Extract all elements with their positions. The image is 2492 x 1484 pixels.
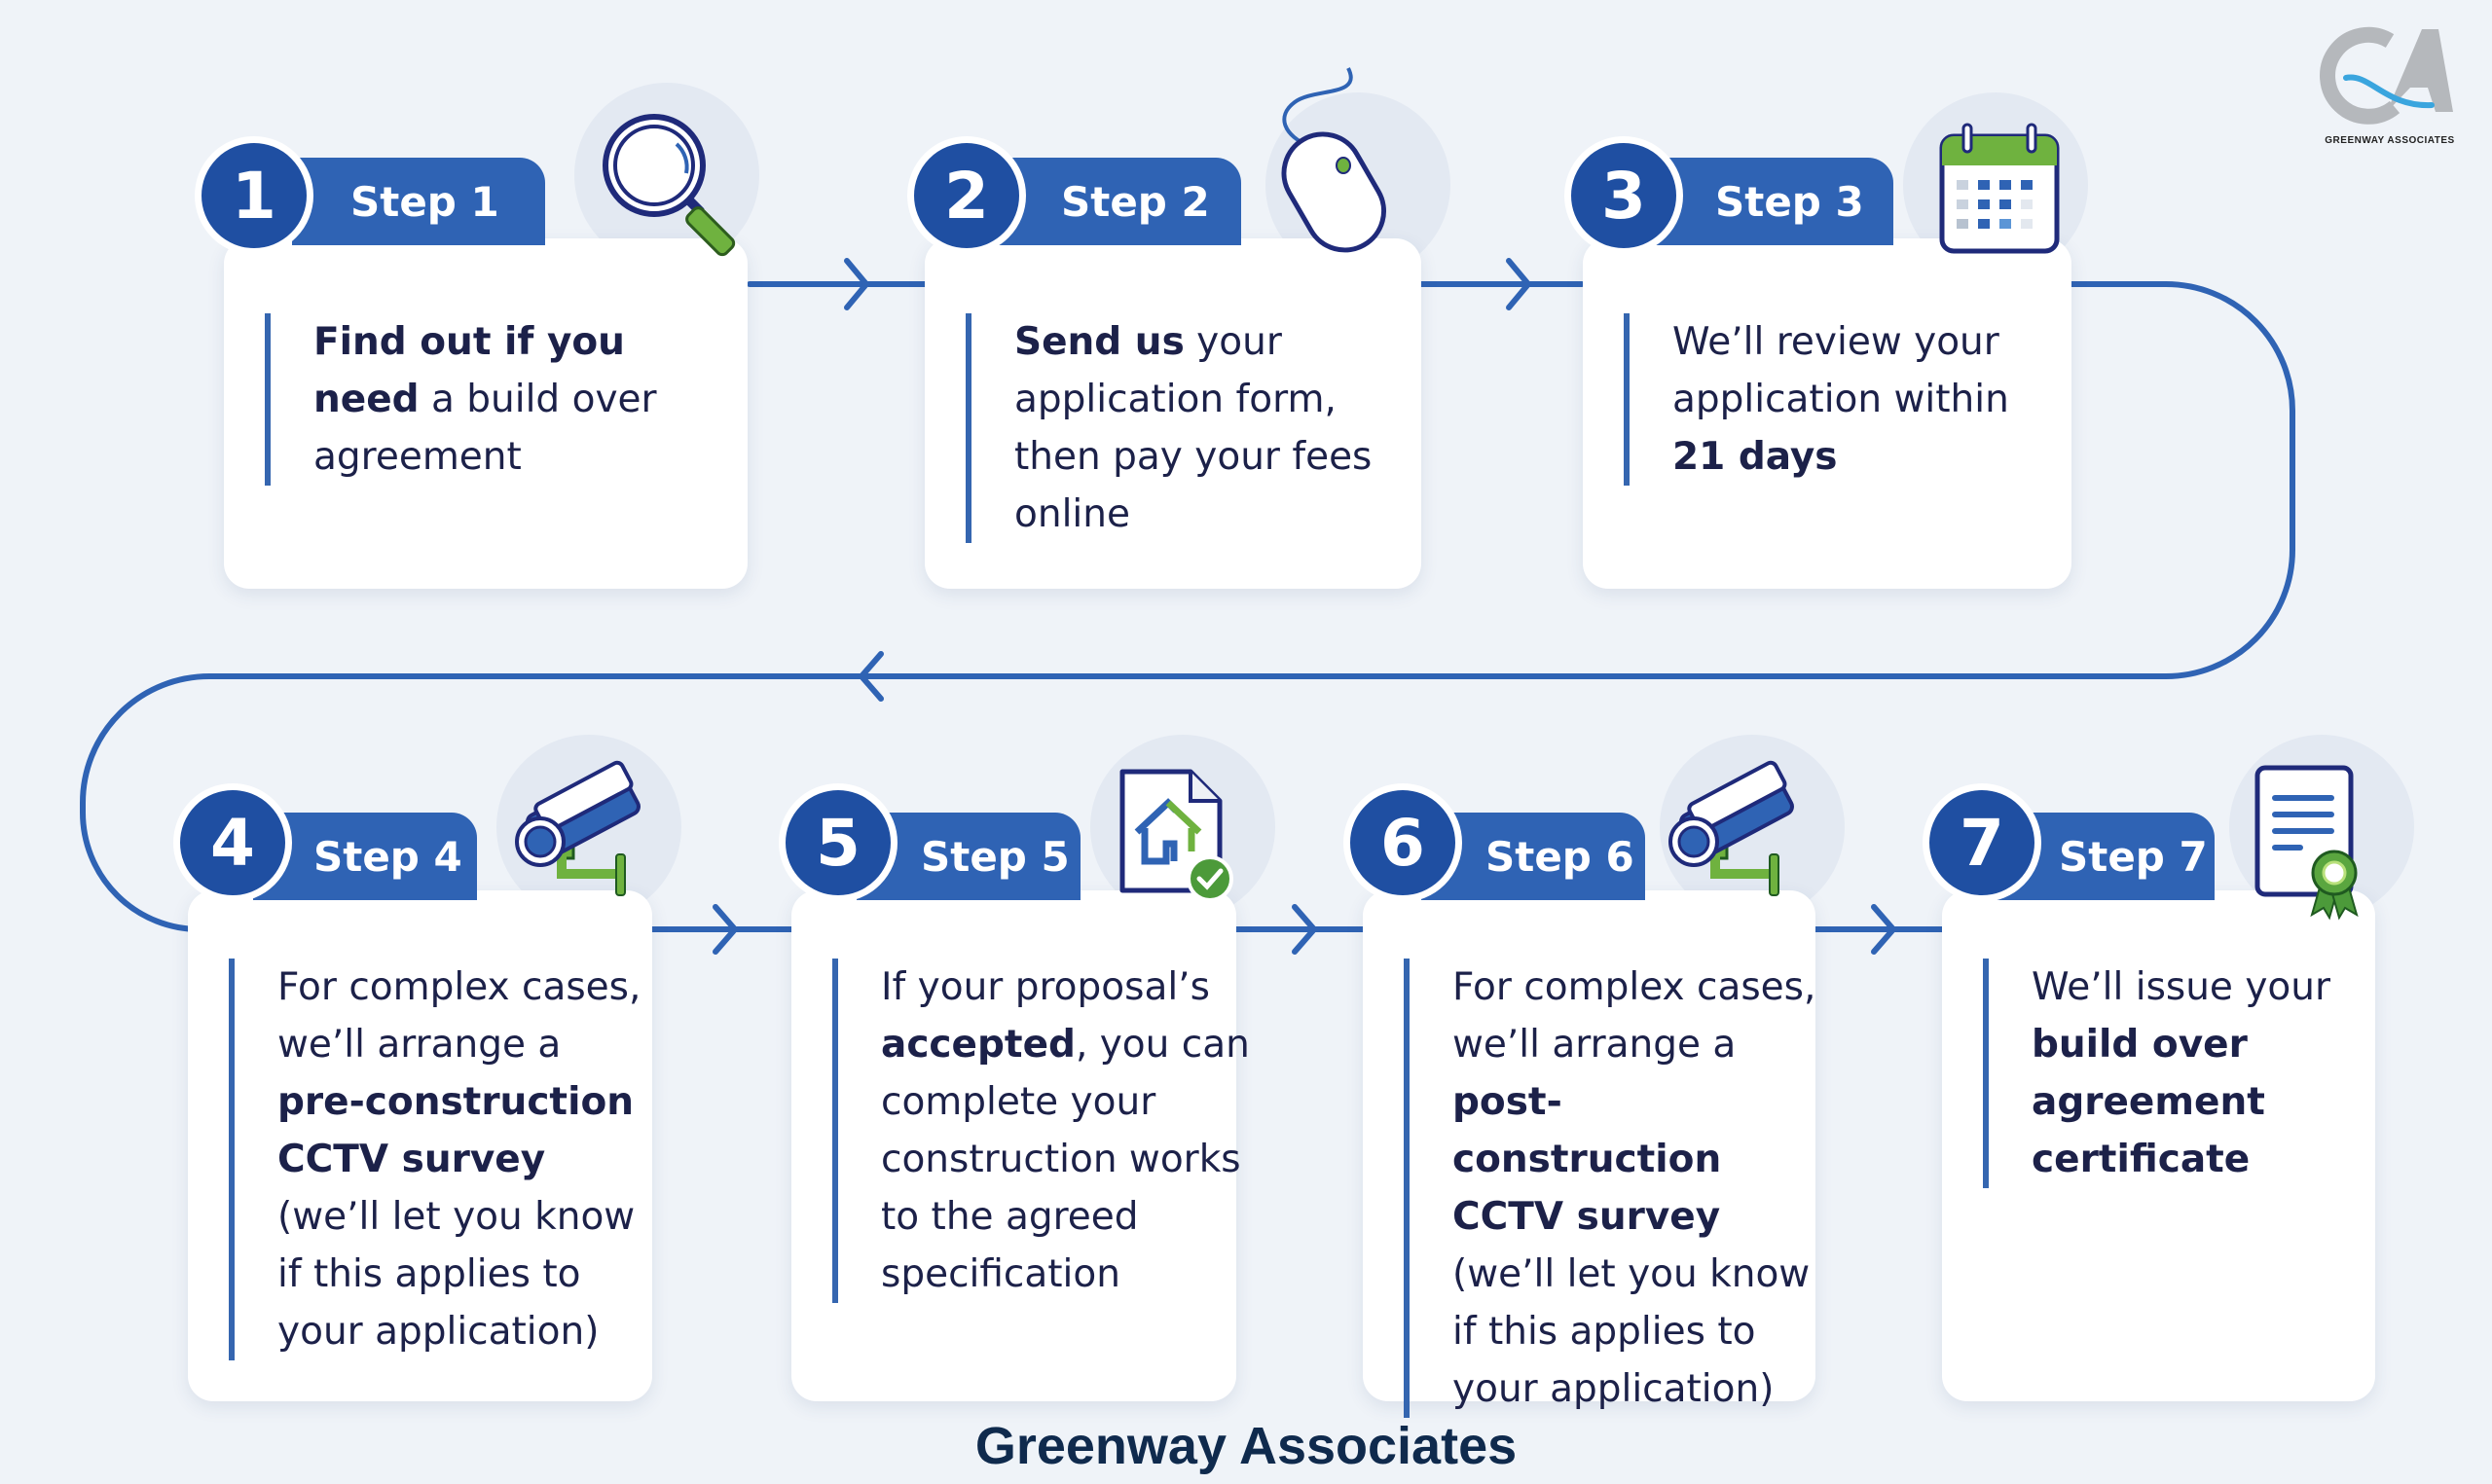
step-number-badge: 1: [195, 136, 313, 255]
description-text: For complex cases, we’ll arrange a: [277, 965, 641, 1067]
step-label-tab: Step 3: [1645, 158, 1893, 245]
cctv-camera-icon: [515, 760, 641, 896]
step-number: 4: [210, 805, 255, 881]
step-card: [188, 890, 652, 1401]
description-emphasis: accepted: [881, 1023, 1076, 1067]
company-logo: GREENWAY ASSOCIATES: [2317, 19, 2463, 146]
step-label: Step 2: [1061, 177, 1210, 226]
description-text: If your proposal’s: [881, 965, 1210, 1009]
magnifying-glass-icon: [603, 114, 736, 257]
description-text: We’ll review your application within: [1672, 320, 2009, 421]
description-emphasis: build over agreement certificate: [2032, 1023, 2265, 1181]
step-number-badge: 7: [1923, 783, 2041, 902]
step-number-badge: 4: [173, 783, 292, 902]
step-description: Find out if you need a build over agreem…: [265, 313, 722, 486]
description-emphasis: post-construction CCTV survey: [1452, 1080, 1722, 1239]
description-text: (we’ll let you know if this applies to y…: [277, 1195, 636, 1354]
step-card: [224, 238, 748, 589]
description-text: a build over agreement: [313, 378, 657, 479]
description-text: your application form, then pay your fee…: [1014, 320, 1373, 536]
step-card: [791, 890, 1236, 1401]
step-description: If your proposal’s accepted, you can com…: [832, 959, 1251, 1303]
step-number-badge: 6: [1343, 783, 1462, 902]
arrow-5-6: [1292, 904, 1318, 955]
description-text: For complex cases, we’ll arrange a: [1452, 965, 1816, 1067]
ga-logo-mark: [2320, 26, 2453, 125]
certificate-icon: [2254, 765, 2359, 921]
step-card: [1583, 238, 2071, 589]
step-label: Step 4: [313, 832, 462, 881]
step-card: [925, 238, 1421, 589]
description-emphasis: Find out if you need: [313, 320, 625, 421]
step-number: 7: [1960, 805, 2004, 881]
step-number-badge: 5: [779, 783, 898, 902]
house-document-check-icon: [1119, 769, 1233, 902]
step-description: We’ll review your application within 21 …: [1624, 313, 2062, 486]
step-number-badge: 2: [907, 136, 1026, 255]
step-description: For complex cases, we’ll arrange a pre-c…: [229, 959, 647, 1360]
description-emphasis: pre-construction CCTV survey: [277, 1080, 635, 1181]
step-number: 5: [816, 805, 861, 881]
step-label: Step 7: [2059, 832, 2208, 881]
step-label: Step 5: [921, 832, 1070, 881]
step-card: [1363, 890, 1815, 1401]
step-description: Send us your application form, then pay …: [966, 313, 1423, 543]
step-label-tab: Step 1: [292, 158, 545, 245]
description-emphasis: Send us: [1014, 320, 1185, 364]
arrow-3-4: [858, 651, 884, 702]
footer-brand: Greenway Associates: [974, 1417, 1518, 1475]
step-card: [1942, 890, 2375, 1401]
step-number: 1: [232, 158, 276, 234]
step-number: 2: [944, 158, 989, 234]
arrow-2-3: [1506, 258, 1532, 310]
arrow-4-5: [713, 904, 739, 955]
arrow-1-2: [844, 258, 870, 310]
description-text: We’ll issue your: [2032, 965, 2331, 1009]
description-emphasis: 21 days: [1672, 435, 1838, 479]
step-label-tab: Step 2: [983, 158, 1241, 245]
cctv-camera-icon: [1668, 760, 1794, 896]
step-description: We’ll issue your build over agreement ce…: [1983, 959, 2372, 1188]
step-label: Step 1: [350, 177, 499, 226]
description-text: (we’ll let you know if this applies to y…: [1452, 1252, 1811, 1411]
calendar-icon: [1939, 123, 2060, 254]
computer-mouse-icon: [1281, 67, 1386, 253]
step-number: 3: [1601, 158, 1646, 234]
description-text: , you can complete your construction wor…: [881, 1023, 1250, 1296]
arrow-6-7: [1871, 904, 1897, 955]
step-number-badge: 3: [1564, 136, 1683, 255]
step-number: 6: [1380, 805, 1425, 881]
step-label: Step 3: [1715, 177, 1864, 226]
logo-text: GREENWAY ASSOCIATES: [2325, 135, 2455, 146]
step-description: For complex cases, we’ll arrange a post-…: [1404, 959, 1822, 1418]
step-label: Step 6: [1485, 832, 1634, 881]
